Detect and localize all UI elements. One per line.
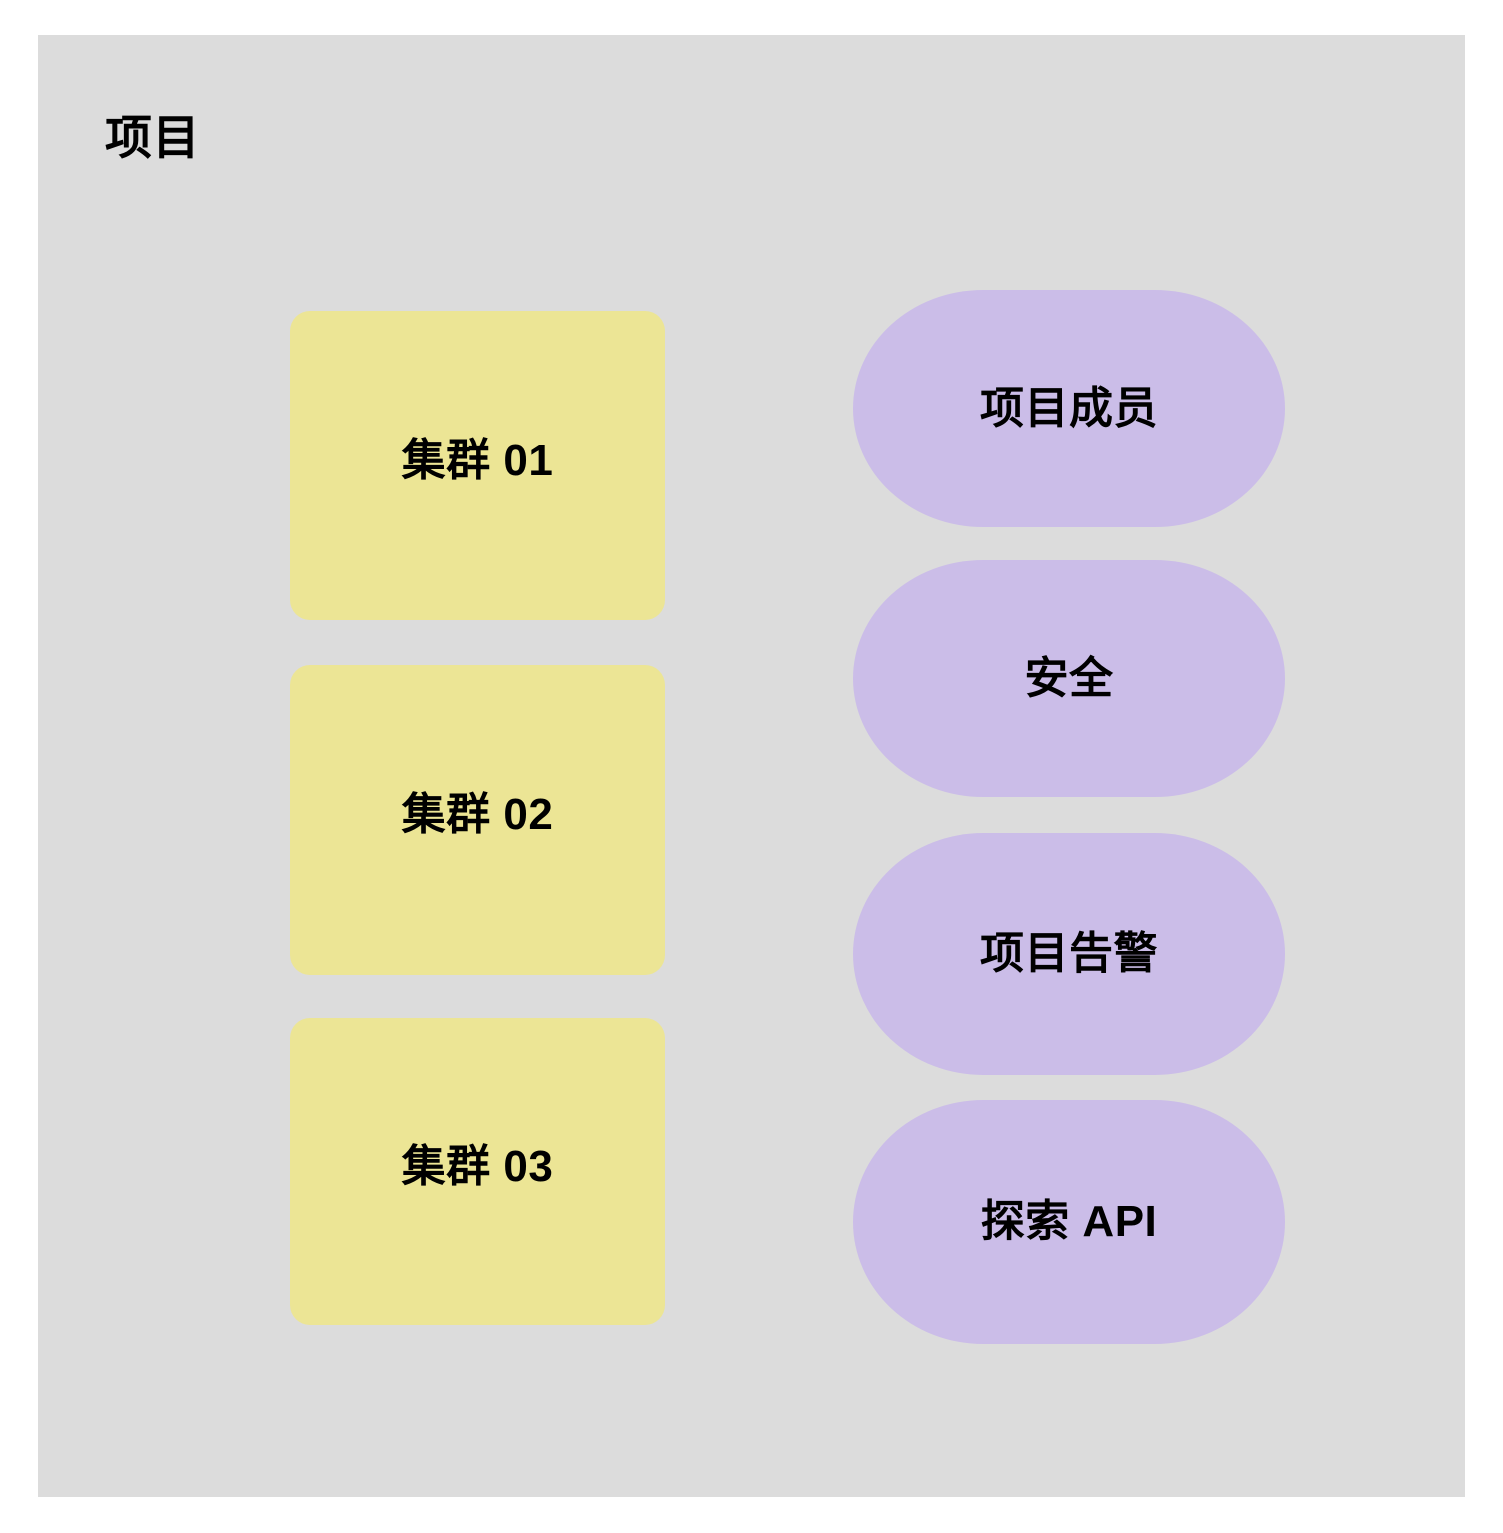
service-column: 项目成员 安全 项目告警 探索 API (853, 290, 1285, 1379)
cluster-card-label: 集群 03 (401, 1141, 554, 1191)
service-pill-explore-api[interactable]: 探索 API (853, 1100, 1285, 1344)
service-pill-project-alerts[interactable]: 项目告警 (853, 833, 1285, 1075)
service-pill-label: 项目告警 (980, 929, 1158, 978)
page-title: 项目 (105, 111, 200, 164)
cluster-card-label: 集群 01 (401, 435, 554, 485)
service-pill-security[interactable]: 安全 (853, 560, 1285, 797)
service-pill-label: 安全 (1024, 653, 1114, 703)
cluster-card-label: 集群 02 (401, 790, 554, 839)
service-pill-label: 项目成员 (980, 383, 1158, 433)
service-pill-label: 探索 API (980, 1197, 1158, 1246)
service-pill-project-members[interactable]: 项目成员 (853, 290, 1285, 527)
cluster-card-01[interactable]: 集群 01 (290, 311, 665, 620)
cluster-card-02[interactable]: 集群 02 (290, 665, 665, 975)
project-container: 项目 集群 01 集群 02 集群 03 项目成员 安全 项目告警 (38, 35, 1465, 1497)
cluster-card-03[interactable]: 集群 03 (290, 1018, 665, 1325)
cluster-column: 集群 01 集群 02 集群 03 (290, 311, 665, 1325)
